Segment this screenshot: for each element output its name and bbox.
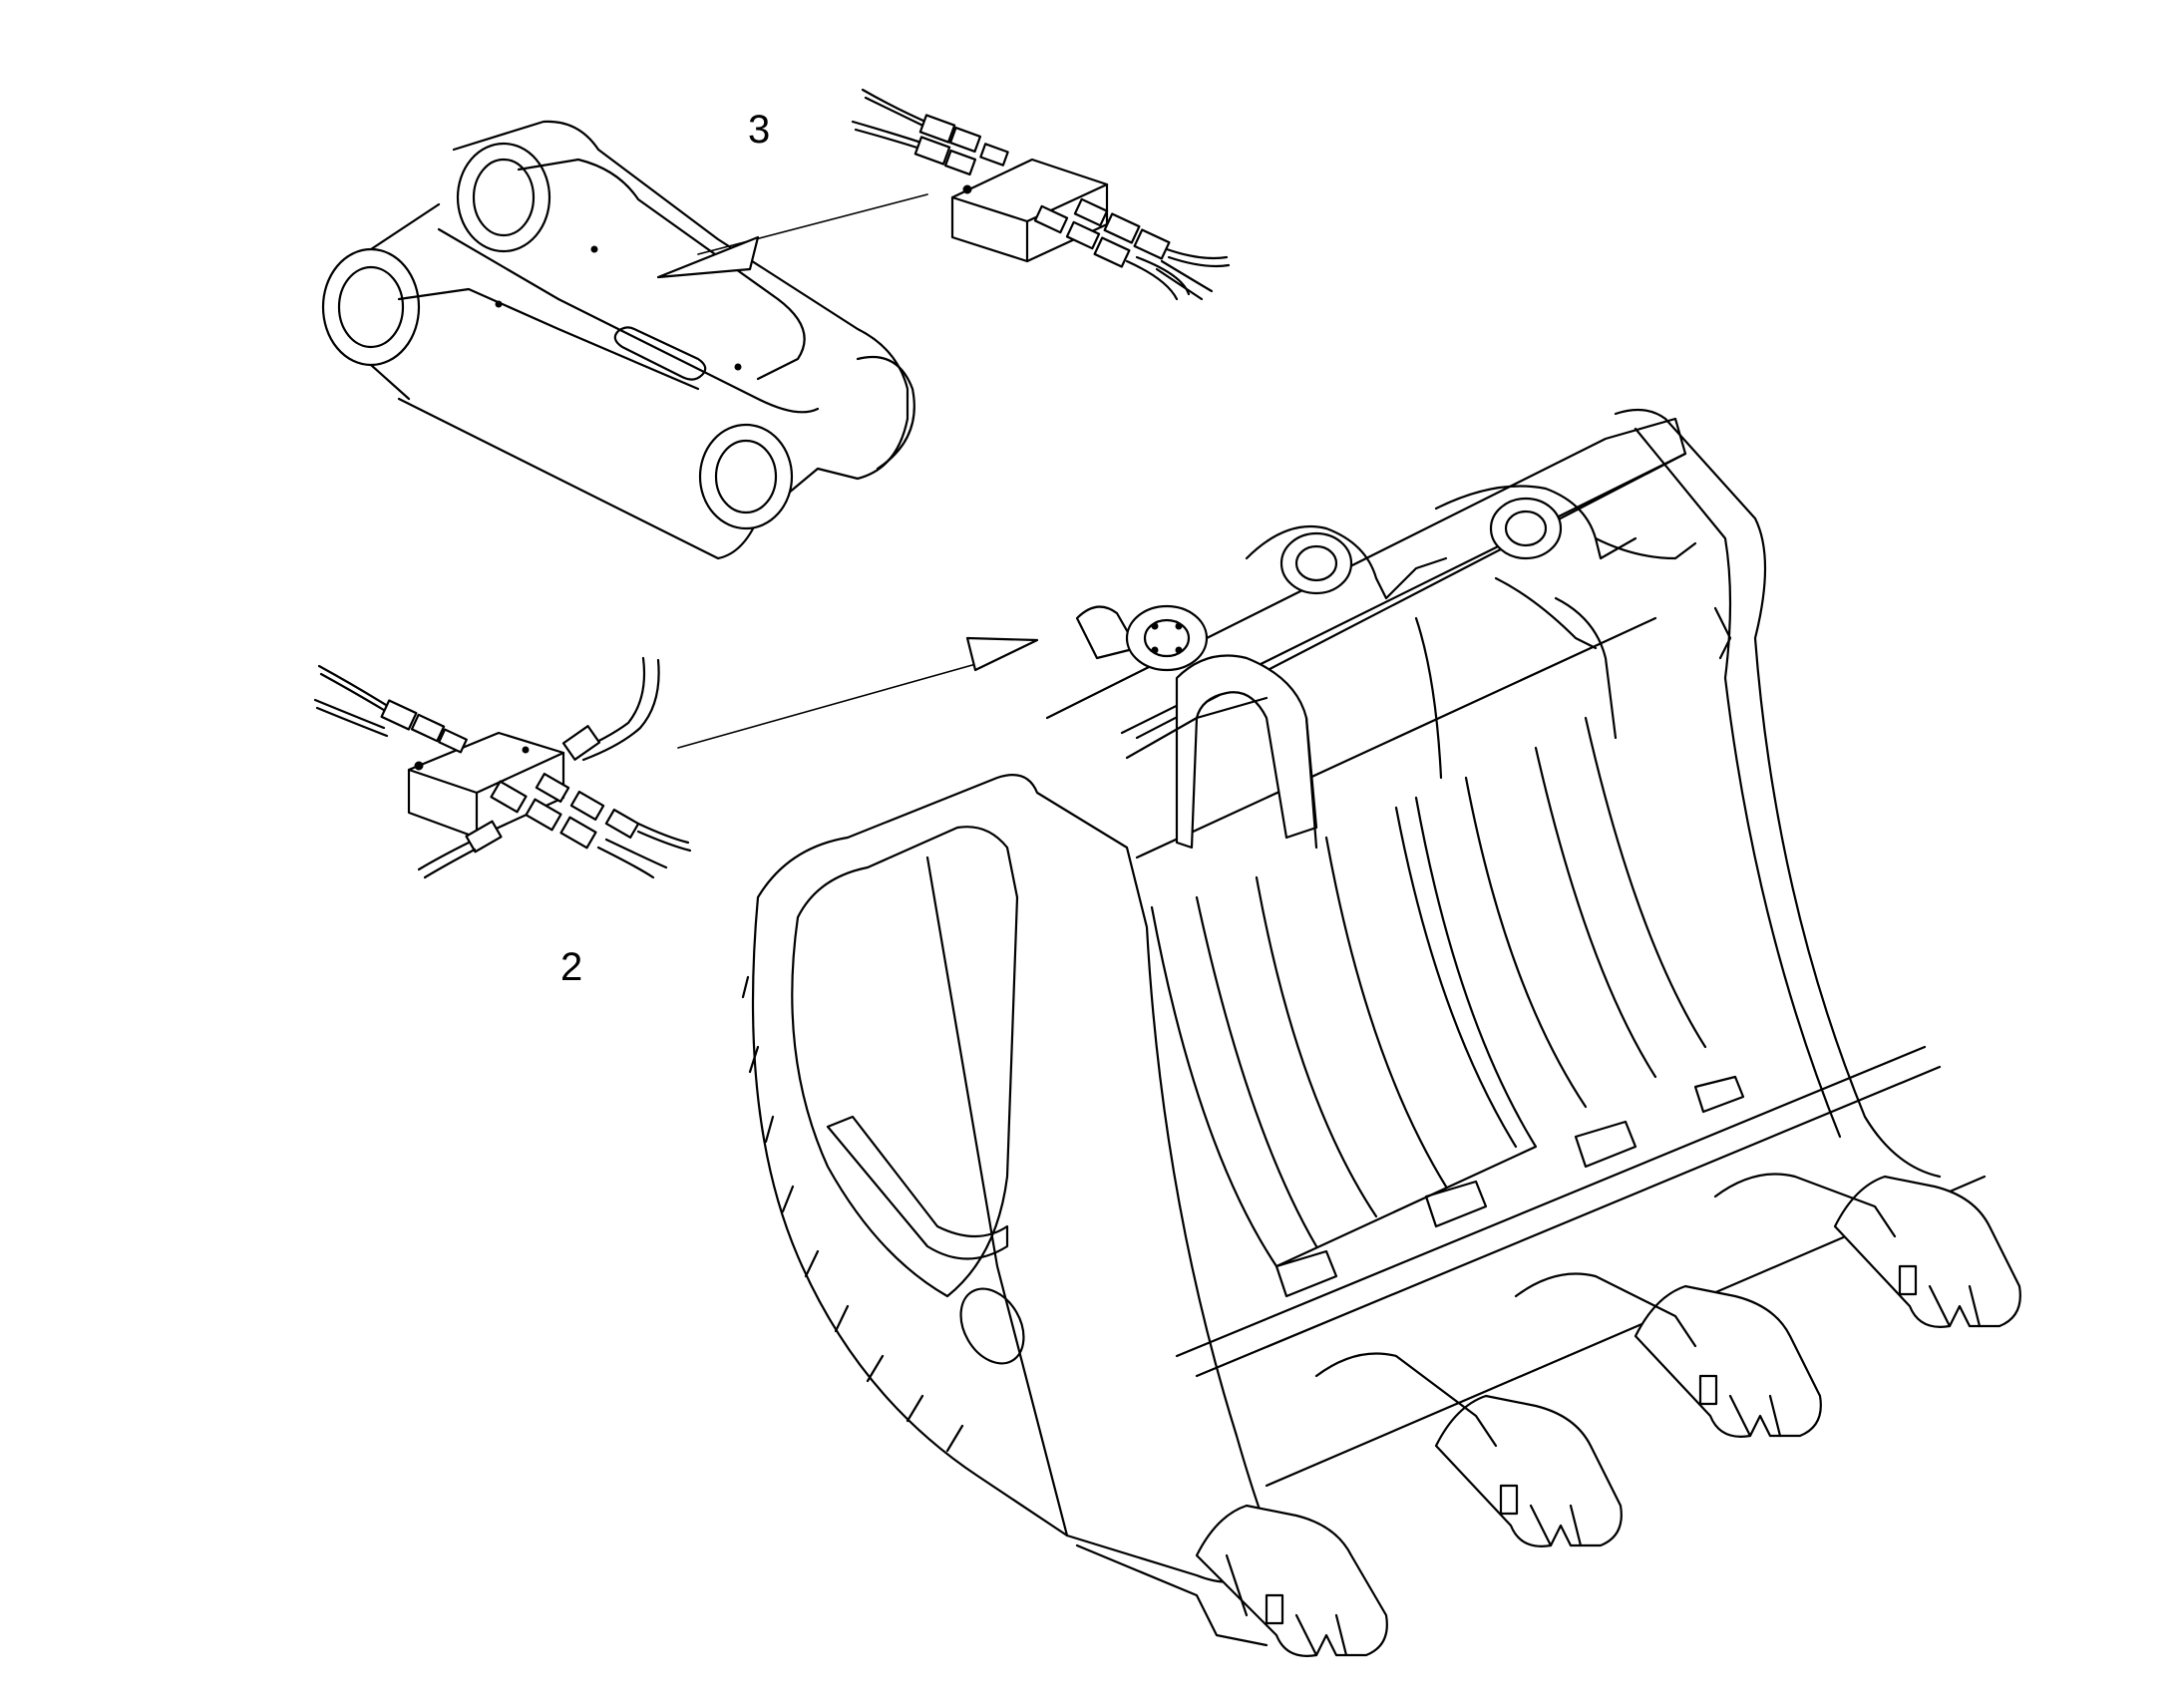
rock-bucket-part xyxy=(741,408,2021,1657)
valve-block-3 xyxy=(851,88,1231,301)
item-number-3: 3 xyxy=(748,108,771,152)
arrow-3-to-link xyxy=(656,193,928,279)
bucket-teeth xyxy=(1195,1173,2021,1657)
item-number-2: 2 xyxy=(560,945,583,989)
valve-block-2 xyxy=(313,656,692,879)
arrow-2-to-bucket xyxy=(677,636,1039,749)
h-link-part xyxy=(321,120,915,560)
